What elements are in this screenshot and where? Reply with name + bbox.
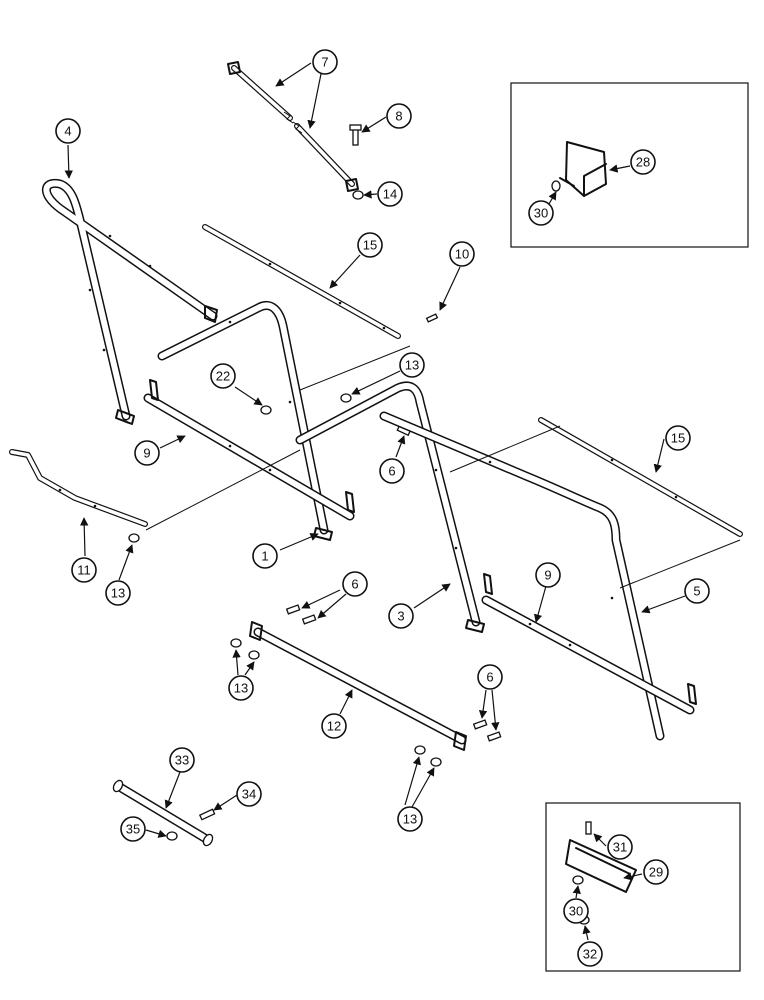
callout-9-right: 9 — [535, 562, 561, 588]
nut-part-22 — [260, 405, 272, 415]
callout-7: 7 — [312, 49, 338, 75]
callout-14: 14 — [377, 181, 403, 207]
callout-6-mid: 6 — [379, 458, 405, 484]
callout-12: 12 — [321, 713, 347, 739]
nut-part-14 — [352, 190, 364, 200]
callout-13-cluster-right: 13 — [397, 806, 423, 832]
callout-13-top: 13 — [399, 352, 425, 378]
svg-text:30: 30 — [569, 904, 583, 919]
hardware-part-6-13-cluster — [230, 604, 502, 767]
svg-text:11: 11 — [77, 563, 91, 578]
callout-13-left: 13 — [105, 580, 131, 606]
nut-part-13-left — [128, 533, 140, 543]
callout-15-lower: 15 — [665, 425, 691, 451]
callout-13-cluster-left: 13 — [228, 675, 254, 701]
side-rail-part-9-left — [143, 379, 355, 521]
svg-text:4: 4 — [64, 124, 71, 139]
svg-text:14: 14 — [383, 187, 397, 202]
svg-text:6: 6 — [388, 464, 395, 479]
callout-6-left: 6 — [342, 571, 368, 597]
callout-32: 32 — [577, 941, 603, 967]
svg-text:33: 33 — [175, 753, 189, 768]
callout-22: 22 — [210, 363, 236, 389]
callout-31: 31 — [607, 834, 633, 860]
svg-text:13: 13 — [403, 812, 417, 827]
callout-28: 28 — [630, 149, 656, 175]
brace-part-7 — [227, 61, 359, 192]
svg-text:9: 9 — [544, 568, 551, 583]
callout-8: 8 — [386, 103, 412, 129]
callout-6-right: 6 — [477, 664, 503, 690]
svg-text:22: 22 — [216, 369, 230, 384]
inset-bottom — [545, 802, 741, 972]
top-bar-part-15-upper — [202, 224, 401, 339]
svg-text:15: 15 — [363, 238, 377, 253]
svg-text:12: 12 — [327, 719, 341, 734]
svg-text:6: 6 — [486, 670, 493, 685]
top-bar-part-15-lower — [538, 417, 743, 537]
svg-text:5: 5 — [693, 584, 700, 599]
brace-part-11 — [9, 449, 148, 527]
cross-bar-part-12 — [249, 621, 467, 751]
svg-text:32: 32 — [583, 947, 597, 962]
callout-9-left: 9 — [134, 440, 160, 466]
guide-lines — [145, 345, 741, 589]
svg-text:15: 15 — [671, 431, 685, 446]
callout-34: 34 — [236, 781, 262, 807]
nut-part-13-mid — [340, 393, 352, 403]
svg-text:30: 30 — [534, 206, 548, 221]
callout-4: 4 — [55, 118, 81, 144]
callout-15-upper: 15 — [357, 232, 383, 258]
leader-lines — [64, 62, 686, 941]
svg-text:34: 34 — [242, 787, 256, 802]
callout-30-bottom: 30 — [563, 898, 589, 924]
callout-35: 35 — [120, 816, 146, 842]
svg-text:9: 9 — [143, 446, 150, 461]
svg-text:13: 13 — [234, 681, 248, 696]
callout-10: 10 — [449, 241, 475, 267]
callout-11: 11 — [71, 557, 97, 583]
svg-text:1: 1 — [261, 549, 268, 564]
tube-part-33 — [112, 779, 216, 847]
svg-text:28: 28 — [636, 155, 650, 170]
callout-1: 1 — [252, 543, 278, 569]
callout-5: 5 — [684, 578, 710, 604]
bolt-part-8 — [349, 124, 362, 146]
svg-text:10: 10 — [455, 247, 469, 262]
frame-part-5 — [379, 411, 665, 741]
callout-33: 33 — [169, 747, 195, 773]
svg-text:13: 13 — [405, 358, 419, 373]
frame-part-4 — [41, 178, 218, 425]
svg-text:6: 6 — [351, 577, 358, 592]
frame-part-3 — [295, 381, 485, 633]
svg-text:7: 7 — [321, 55, 328, 70]
svg-text:29: 29 — [649, 865, 663, 880]
svg-text:13: 13 — [111, 586, 125, 601]
callout-29: 29 — [643, 859, 669, 885]
svg-text:31: 31 — [613, 840, 627, 855]
bolt-part-10 — [425, 313, 439, 323]
side-rail-part-9-right — [481, 573, 697, 715]
svg-text:35: 35 — [126, 822, 140, 837]
svg-text:8: 8 — [395, 109, 402, 124]
svg-text:3: 3 — [397, 609, 404, 624]
callout-30-top: 30 — [528, 200, 554, 226]
callout-3: 3 — [388, 603, 414, 629]
